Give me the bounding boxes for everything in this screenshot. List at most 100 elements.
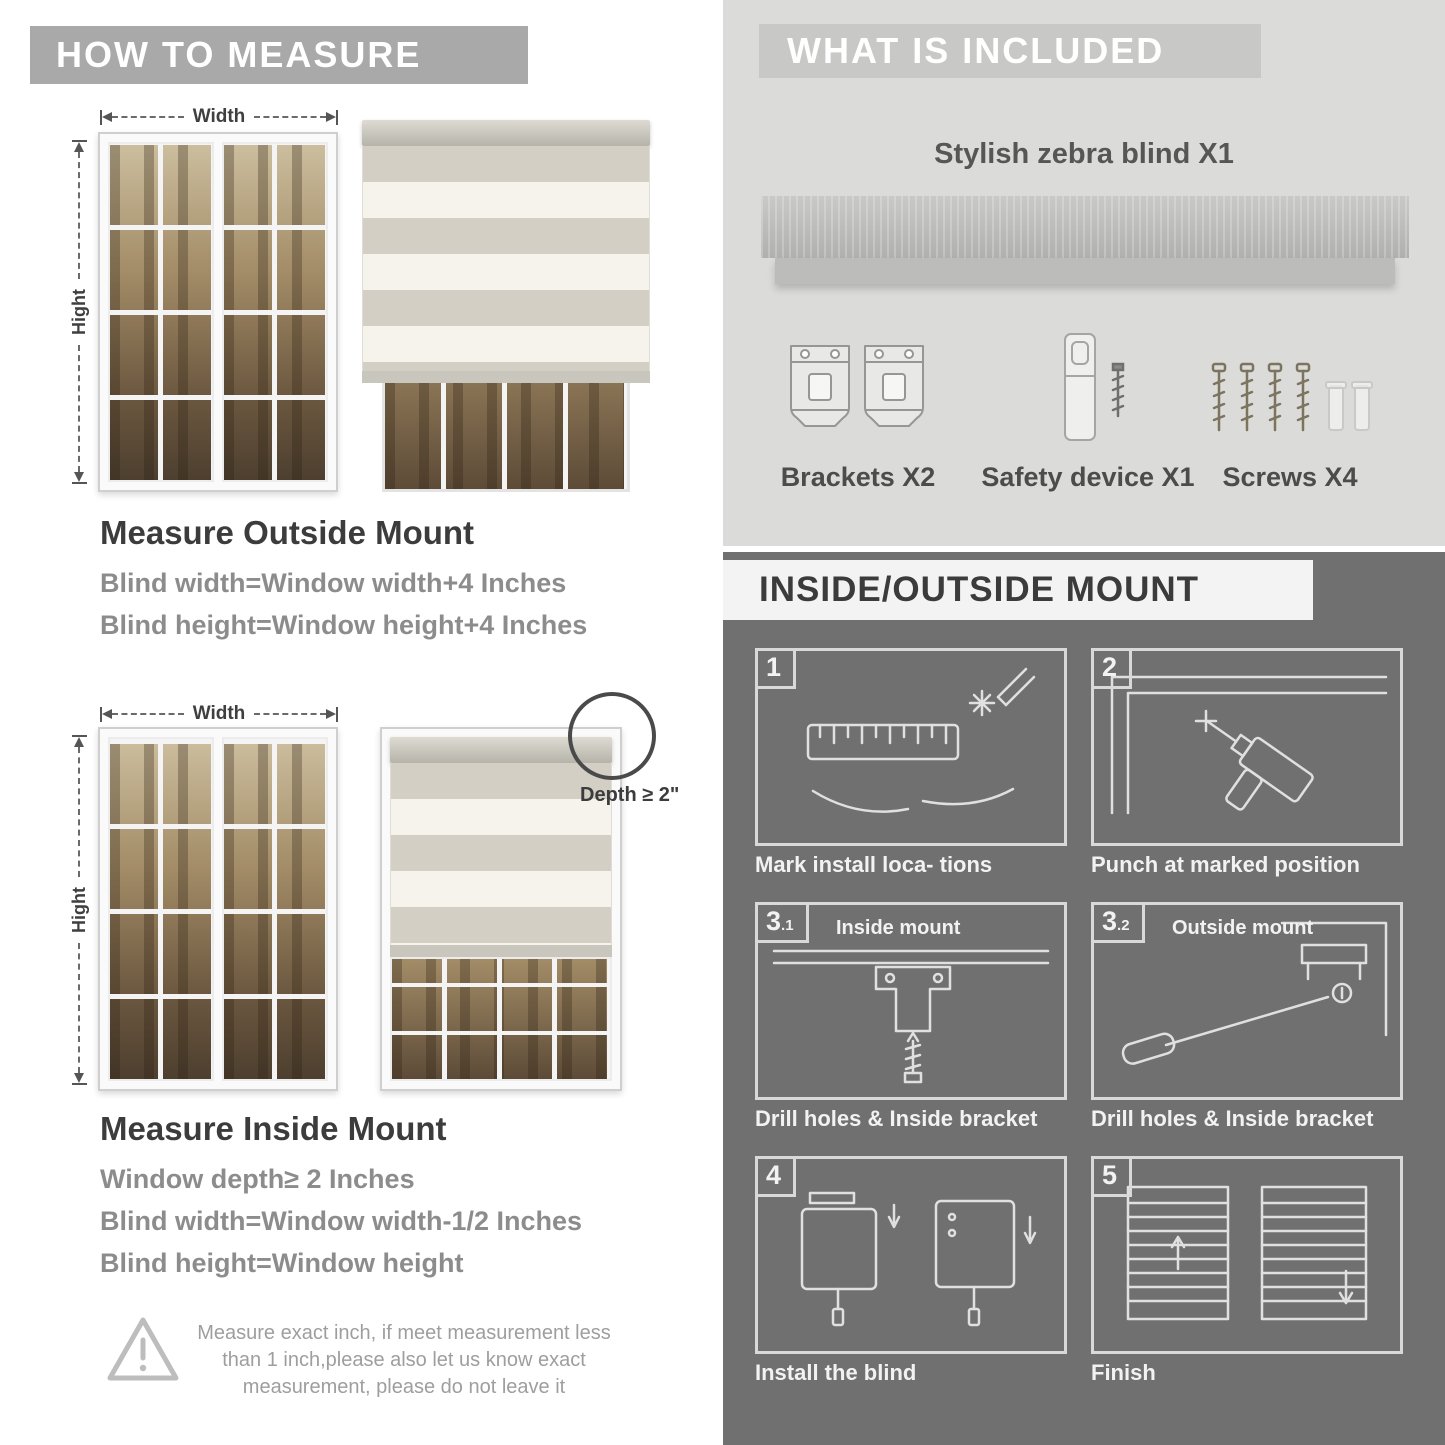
screws-icon [1211,362,1373,432]
blind-headrail-image [761,196,1409,258]
window-panes [390,957,612,1081]
dashed-line [254,713,326,715]
step-caption: Drill holes & Inside bracket [1091,1106,1374,1131]
product-label: Stylish zebra blind X1 [934,138,1234,170]
depth-label: Depth ≥ 2" [580,784,680,806]
width-label: Width [192,106,246,127]
dashed-line [112,713,184,715]
height-measure-arrow: Hight [68,735,90,1086]
zebra-blind-outside-illustration [362,120,650,492]
outside-bracket-illustration [1121,921,1388,1065]
blind-stripes [390,763,612,946]
measure-tick [100,706,102,722]
dashed-line [78,747,80,878]
step-number: 2 [1094,651,1133,689]
step-panel-4: 4 [755,1156,1067,1354]
step-caption: Install the blind [755,1360,917,1385]
dashed-line [78,152,80,280]
safety-device-label: Safety device X1 [981,462,1195,492]
window-sash [222,142,328,482]
step-panel-2: 2 [1091,648,1403,846]
step-caption: Mark install loca- tions [755,852,993,877]
inside-mount-instructions: Window depth≥ 2 Inches Blind width=Windo… [100,1158,582,1284]
step-inner-label: Outside mount [1172,917,1314,939]
step-panel-5: 5 [1091,1156,1403,1354]
step-panel-3-2: 3.2 Outside mount [1091,902,1403,1100]
step-panel-1: 1 [755,648,1067,846]
measure-tick [336,706,338,722]
blind-bottom-rail [362,371,650,383]
brackets-label: Brackets X2 [780,462,936,492]
arrow-up-icon [74,142,84,152]
mark-location-illustration [806,667,1036,813]
arrow-left-icon [102,709,112,719]
blind-cassette [362,120,650,146]
step-number: 1 [758,651,797,689]
drill-position-illustration [1110,675,1388,815]
width-label: Width [192,703,246,724]
arrow-down-icon [74,1073,84,1084]
arrow-right-icon [326,709,336,719]
window-sash [108,737,214,1081]
step-caption: Finish [1091,1360,1156,1385]
arrow-up-icon [74,737,84,747]
step-number: 5 [1094,1159,1133,1197]
window-photo-inside [98,727,338,1091]
arrow-left-icon [102,112,112,122]
install-blind-illustration [800,1191,1037,1327]
zebra-blind-inside-illustration [380,727,622,1091]
measure-tick [71,482,87,485]
what-is-included-banner: WHAT IS INCLUDED [759,24,1261,78]
instruction-line: Blind height=Window height+4 Inches [100,610,588,640]
how-to-measure-banner: HOW TO MEASURE [30,26,528,84]
dashed-line [112,116,184,118]
blind-stripes [362,146,650,371]
step-caption: Drill holes & Inside bracket [755,1106,1038,1131]
width-measure-arrow: Width [100,106,338,128]
width-measure-arrow: Width [100,703,338,725]
mount-banner: INSIDE/OUTSIDE MOUNT [723,560,1313,620]
height-measure-arrow: Hight [68,140,90,485]
inside-mount-title: Measure Inside Mount [100,1110,447,1147]
instruction-line: Blind width=Window width+4 Inches [100,568,567,598]
dashed-line [78,345,80,473]
window-sash [222,737,328,1081]
safety-device-icon [1064,333,1125,441]
step-number: 3.1 [758,905,809,943]
step-caption: Punch at marked position [1091,852,1360,877]
inside-bracket-illustration [772,949,1050,1084]
arrow-down-icon [74,472,84,483]
step-number: 3.2 [1094,905,1145,943]
measure-tick [71,140,87,142]
instruction-line: Blind width=Window width-1/2 Inches [100,1206,583,1236]
what-is-included-section: WHAT IS INCLUDED Stylish zebra blind X1 [723,0,1445,546]
finish-illustration [1126,1185,1368,1321]
measure-tick [100,109,102,125]
measurement-note: Measure exact inch, if meet measurement … [197,1322,611,1398]
window-photo-outside [98,132,338,492]
height-label: Hight [68,887,89,933]
window-below-blind [382,383,630,492]
screws-label: Screws X4 [1222,462,1358,492]
instruction-line: Blind height=Window height [100,1248,464,1278]
brackets-icon [790,345,924,427]
warning-icon [107,1317,179,1381]
measure-tick [71,1083,87,1086]
instruction-line: Window depth≥ 2 Inches [100,1164,415,1194]
blind-headrail-fascia [775,258,1395,284]
height-label: Hight [68,289,89,335]
step-inner-label: Inside mount [836,917,961,939]
window-sash [108,142,214,482]
measure-tick [336,109,338,125]
mount-instructions-section: INSIDE/OUTSIDE MOUNT 1 Mark install loca… [723,552,1445,1445]
dashed-line [78,943,80,1074]
dashed-line [254,116,326,118]
outside-mount-title: Measure Outside Mount [100,514,475,551]
blind-bottom-rail [390,945,612,958]
arrow-right-icon [326,112,336,122]
depth-callout-circle [568,692,656,780]
measure-tick [71,735,87,737]
step-panel-3-1: 3.1 Inside mount [755,902,1067,1100]
step-number: 4 [758,1159,797,1197]
